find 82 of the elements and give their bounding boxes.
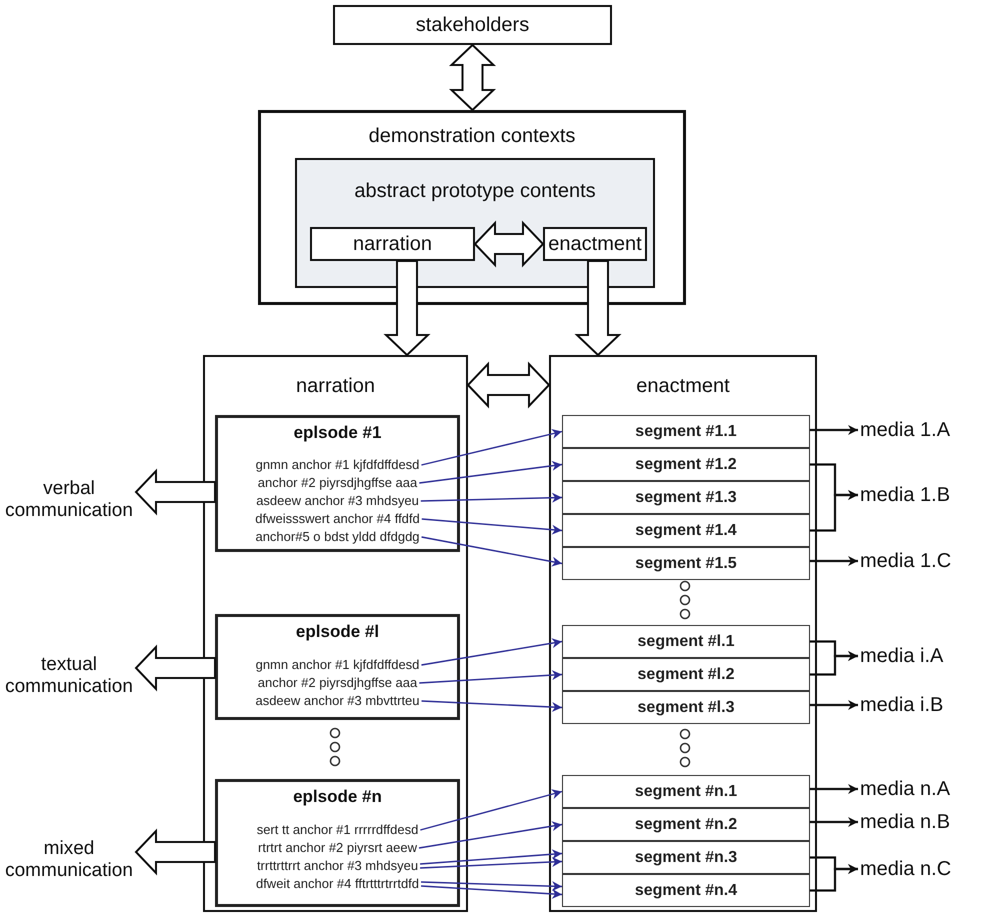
- block-arrow: [474, 220, 544, 268]
- anchor-arrow: [419, 670, 562, 684]
- block-arrow: [134, 468, 216, 516]
- process-box: narration: [310, 227, 475, 261]
- anchor-arrow: [421, 881, 562, 892]
- connector-arrow: [810, 490, 858, 532]
- anchor-arrow: [420, 789, 562, 831]
- anchor-arrow: [420, 849, 562, 865]
- segment-row: segment #n.4: [562, 874, 810, 907]
- anchor-text: rtrtrt anchor #2 piyrsrt aeew: [258, 840, 417, 856]
- media-label: media 1.C: [860, 548, 952, 574]
- anchor-text: gnmn anchor #1 kjfdfdffdesd: [256, 657, 420, 673]
- anchor-arrow: [421, 638, 562, 666]
- communication-label: verbal communication: [2, 478, 136, 522]
- episode-box: [215, 614, 460, 720]
- anchor-arrow: [420, 856, 562, 869]
- prototype-panel: [295, 158, 655, 288]
- frame-heading: eplsode #n: [292, 787, 383, 807]
- anchor-arrow: [419, 460, 562, 484]
- anchor-text: anchor #2 piyrsdjhgffse aaa: [258, 675, 418, 691]
- block-arrow: [134, 828, 216, 876]
- anchor-arrow: [422, 700, 562, 712]
- episode-box: [215, 779, 460, 907]
- anchor-arrow: [421, 428, 562, 466]
- anchor-text: trrttrttrrt anchor #3 mhdsyeu: [256, 858, 418, 874]
- frame-heading: narration: [295, 375, 376, 398]
- segment-row: segment #n.3: [562, 841, 810, 874]
- frame-heading: demonstration contexts: [368, 125, 576, 148]
- anchor-arrow: [420, 492, 562, 503]
- column-panel: [549, 355, 817, 912]
- segment-row: segment #1.4: [562, 514, 810, 547]
- anchor-text: sert tt anchor #1 rrrrrdffdesd: [256, 822, 418, 838]
- segment-row: segment #1.2: [562, 448, 810, 481]
- block-arrow: [449, 44, 496, 112]
- anchor-text: dfweissswert anchor #4 ffdfd: [255, 511, 420, 527]
- connector-arrow: [810, 425, 858, 435]
- communication-label: textual communication: [2, 654, 136, 698]
- segment-row: segment #n.2: [562, 808, 810, 841]
- block-arrow: [466, 362, 550, 408]
- anchor-text: anchor#5 o bdst yldd dfdgdg: [255, 529, 420, 545]
- frame-heading: eplsode #l: [294, 622, 380, 642]
- connector-arrow: [810, 784, 858, 794]
- anchor-text: gnmn anchor #1 kjfdfdffdesd: [256, 457, 420, 473]
- segment-row: segment #1.3: [562, 481, 810, 514]
- block-arrow: [384, 260, 430, 356]
- anchor-text: anchor #2 piyrsdjhgffse aaa: [258, 475, 418, 491]
- segment-row: segment #l.1: [562, 625, 810, 658]
- frame-heading: abstract prototype contents: [353, 180, 597, 203]
- block-arrow: [134, 644, 216, 692]
- anchor-arrow: [420, 885, 562, 899]
- context-frame: [258, 110, 686, 305]
- anchor-arrow: [421, 536, 562, 567]
- media-label: media n.B: [860, 809, 950, 835]
- communication-label: mixed communication: [2, 838, 136, 882]
- media-label: media 1.B: [860, 482, 950, 508]
- media-label: media n.C: [860, 856, 952, 882]
- media-label: media i.A: [860, 643, 944, 669]
- segment-row: segment #1.1: [562, 415, 810, 448]
- connector-arrow: [810, 864, 858, 892]
- segment-row: segment #l.2: [562, 658, 810, 691]
- anchor-text: asdeew anchor #3 mhdsyeu: [256, 493, 419, 509]
- frame-heading: eplsode #1: [292, 423, 382, 443]
- connector-arrow: [810, 700, 858, 710]
- anchor-text: asdeew anchor #3 mbvttrteu: [255, 693, 420, 709]
- anchor-text: dfweit anchor #4 fftrtttrtrrtdfd: [256, 876, 420, 892]
- connector-arrow: [810, 817, 858, 827]
- connector-arrow: [810, 651, 858, 676]
- media-label: media n.A: [860, 776, 950, 802]
- connector-arrow: [810, 556, 858, 566]
- episode-box: [215, 415, 460, 552]
- process-box: enactment: [543, 227, 647, 261]
- stakeholder-box: stakeholders: [333, 5, 612, 45]
- media-label: media i.B: [860, 692, 944, 718]
- anchor-arrow: [418, 821, 562, 849]
- column-panel: [203, 355, 468, 912]
- anchor-arrow: [422, 518, 562, 535]
- block-arrow: [574, 260, 622, 356]
- media-label: media 1.A: [860, 417, 950, 443]
- segment-row: segment #n.1: [562, 775, 810, 808]
- segment-row: segment #1.5: [562, 547, 810, 580]
- segment-row: segment #l.3: [562, 691, 810, 724]
- frame-heading: enactment: [635, 375, 731, 398]
